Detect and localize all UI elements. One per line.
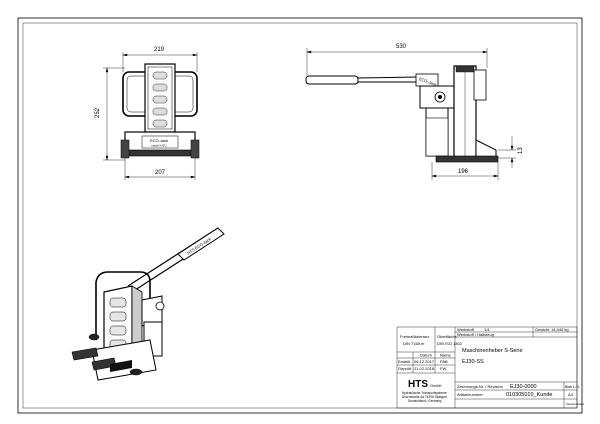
freimass-label: Freimaßtoleranz xyxy=(400,334,429,339)
zeichnung-value: EJ30-0000 xyxy=(510,384,537,390)
row-erstellt-label: Erstellt xyxy=(398,359,411,364)
row-geprueft-label: Geprüft xyxy=(398,366,412,371)
drawing-title-line2: EJ30-SS xyxy=(462,359,484,365)
front-label-plate xyxy=(141,135,179,149)
company-logo: HTS GmbH Hydraulische Transportsysteme A… xyxy=(402,379,447,403)
dimension-label-196: 196 xyxy=(458,169,469,175)
dimension-label-252: 252 xyxy=(95,107,101,118)
front-column-slots xyxy=(152,71,168,128)
version-label: Version/Index xyxy=(566,402,585,406)
front-foot-right xyxy=(190,139,200,159)
werkstoff-note: Werkstoff / Halbzeug xyxy=(457,332,494,337)
werkstoff-label: Werkstoff xyxy=(457,327,475,332)
drawing-title-line1: Maschinenheber S-Serie xyxy=(462,348,523,354)
dimension-toe-height xyxy=(498,136,516,168)
iso-knob xyxy=(155,301,165,311)
dimension-label-13: 13 xyxy=(518,147,524,154)
side-pump-knob-inner xyxy=(438,95,442,99)
company-address-line1: Hydraulische Transportsysteme xyxy=(402,391,447,395)
col-datum: Datum xyxy=(420,353,432,358)
format-value: A3 xyxy=(568,392,574,397)
side-reservoir-lower xyxy=(425,117,449,157)
row-geprueft-name: FW xyxy=(440,366,446,371)
iso-pad-left xyxy=(88,333,100,341)
side-handle-grip xyxy=(305,75,359,85)
side-handle-text: ECO-Jack xyxy=(418,76,437,87)
dimension-length-top xyxy=(306,48,488,84)
front-label-line2: made in EU xyxy=(151,144,167,148)
company-address-line2: Ahornstraße 4a 74196 Stuttgart xyxy=(402,395,447,399)
row-erstellt-name: PAB xyxy=(440,359,448,364)
iso-pad-right xyxy=(129,368,143,376)
artikel-value: 010305010_Kunde xyxy=(506,392,553,398)
iso-carry-frame xyxy=(95,271,151,340)
gewicht-label: Gewicht xyxy=(535,327,550,332)
blatt-label: Blatt 1 / 1 xyxy=(565,385,579,389)
dimension-width-top xyxy=(122,52,198,72)
front-label-line1: ECO-Jack xyxy=(150,138,168,143)
front-foot-left xyxy=(120,139,130,159)
artikel-label: Artikelnummer xyxy=(457,392,483,397)
gewicht-value: 14,440 kg xyxy=(551,327,569,332)
front-base-plate xyxy=(124,149,196,157)
company-name: HTS xyxy=(408,379,428,390)
dimension-height-left xyxy=(103,67,125,161)
side-base xyxy=(435,155,499,163)
zeichnung-label: Zeichnungs-Nr. / Revision xyxy=(457,384,503,389)
front-view: 219 252 ECO-Jack made in EU xyxy=(95,47,200,180)
company-address-line3: Deutschland / Germany xyxy=(408,399,442,403)
dimension-label-219: 219 xyxy=(154,47,165,53)
side-toe xyxy=(475,139,497,159)
iso-handle-grip xyxy=(177,227,225,261)
sheet-inner-border xyxy=(22,22,578,409)
oberflaeche-label: Oberfläche xyxy=(437,334,457,339)
dimension-label-207: 207 xyxy=(155,170,166,176)
isometric-view: HTS ECO-Jack xyxy=(71,227,225,381)
row-erstellt-date: 06.12.2017 xyxy=(414,359,435,364)
col-name: Name xyxy=(440,353,451,358)
dimension-label-530: 530 xyxy=(396,44,407,50)
company-suffix: GmbH xyxy=(430,383,442,388)
werkstoff-value: 1/4 xyxy=(484,327,490,332)
side-view: 530 ECO-Jack 13 xyxy=(305,44,524,180)
iso-toe-left xyxy=(71,347,99,361)
dimension-length-bottom xyxy=(431,162,499,180)
sheet-outer-border xyxy=(17,17,583,414)
title-block xyxy=(396,326,578,409)
freimass-value: DIN 7168 m xyxy=(403,341,425,346)
side-saddle xyxy=(473,69,487,101)
oberflaeche-value: DIN ISO 1302 xyxy=(437,341,463,346)
side-column-top xyxy=(455,65,475,73)
side-handle-bar-top xyxy=(357,76,419,79)
row-geprueft-date: 21.02.2018 xyxy=(414,366,435,371)
iso-base-label xyxy=(110,360,132,372)
dimension-width-bottom xyxy=(124,158,196,180)
